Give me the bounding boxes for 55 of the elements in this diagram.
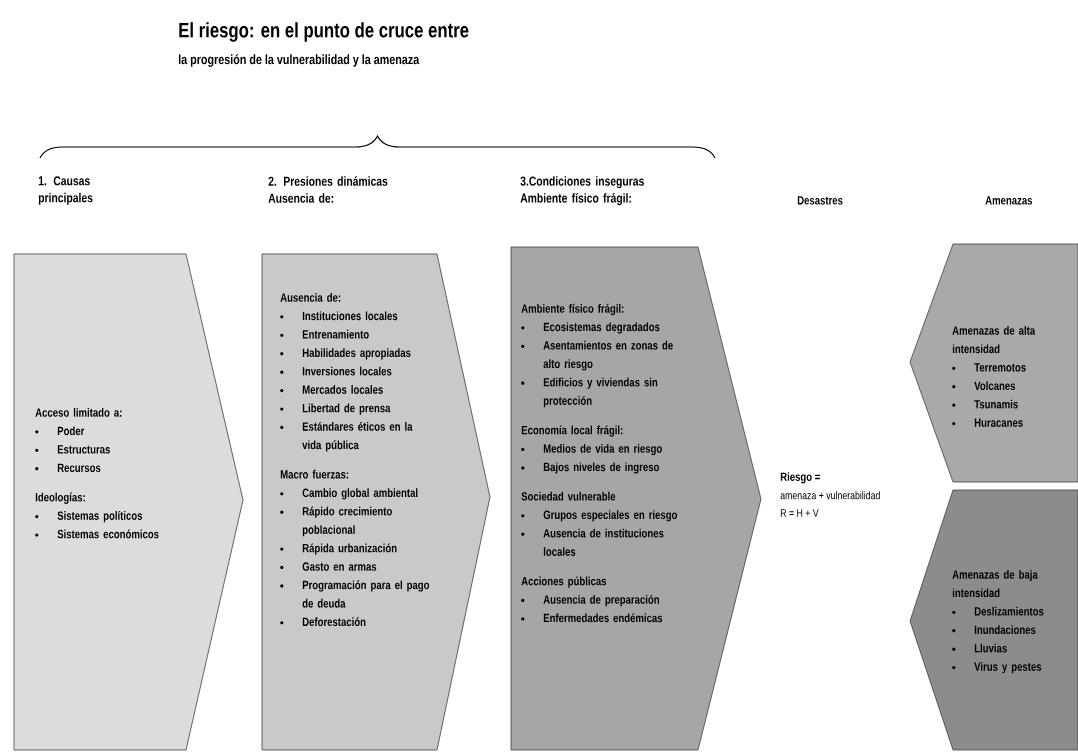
- list-item: Sistemas económicos: [35, 529, 159, 539]
- list-item: Libertad de prensa: [280, 403, 391, 415]
- list-item: Entrenamiento: [280, 329, 369, 339]
- column-heading: 3.Condiciones inseguras Ambiente físico frágil:: [520, 176, 644, 206]
- list-item: Asentamientos en zonas de alto riesgo: [521, 340, 673, 371]
- list-item: Rápida urbanización: [280, 543, 397, 555]
- list-item: Virus y pestes: [952, 662, 1042, 674]
- list-heading: Acciones públicas: [521, 576, 607, 588]
- column-heading: Amenazas: [985, 196, 1033, 205]
- list-heading: Ausencia de:: [280, 292, 341, 302]
- list-item: Ausencia de instituciones locales: [521, 528, 664, 556]
- list-heading: Acceso limitado a:: [35, 407, 122, 417]
- list-item: Deforestación: [280, 617, 366, 627]
- list-item: Lluvias: [952, 643, 1007, 653]
- list-item: Huracanes: [952, 418, 1023, 427]
- list-item: Habilidades apropiadas: [280, 348, 411, 360]
- list-item: Estándares éticos en la vida pública: [280, 421, 413, 452]
- list-heading: Ambiente físico frágil:: [521, 303, 624, 316]
- list-heading: Amenazas de baja intensidad: [952, 569, 1038, 598]
- formula-text: R = H + V: [780, 509, 819, 517]
- list-item: Recursos: [35, 463, 101, 473]
- title: El riesgo: en el punto de cruce entre: [179, 22, 469, 42]
- list-item: Volcanes: [952, 381, 1016, 391]
- list-item: Tsunamis: [952, 399, 1018, 409]
- list-item: Medios de vida en riesgo: [521, 444, 662, 456]
- list-item: Mercados locales: [280, 385, 383, 394]
- list-item: Ausencia de preparación: [521, 594, 659, 607]
- list-item: Deslizamientos: [952, 606, 1044, 616]
- list-heading: Economía local frágil:: [521, 425, 623, 437]
- list-item: Grupos especiales en riesgo: [521, 510, 678, 522]
- list-item: Terremotos: [952, 363, 1026, 372]
- formula-text: amenaza + vulnerabilidad: [780, 491, 880, 500]
- list-heading: Macro fuerzas:: [280, 469, 349, 479]
- list-item: Edificios y viviendas sin protección: [521, 377, 658, 408]
- list-item: Ecosistemas degradados: [521, 322, 660, 334]
- column-heading: 1. Causas principales: [38, 176, 93, 205]
- list-heading: Amenazas de alta intensidad: [952, 325, 1036, 354]
- list-item: Instituciones locales: [280, 311, 398, 321]
- list-item: Inundaciones: [952, 625, 1036, 635]
- list-heading: Ideologías:: [35, 492, 85, 504]
- subtitle: la progresión de la vulnerabilidad y la amenaza: [178, 54, 420, 67]
- list-heading: Sociedad vulnerable: [521, 491, 616, 501]
- list-item: Inversiones locales: [280, 366, 392, 376]
- formula-text: Riesgo =: [780, 472, 820, 484]
- list-item: Enfermedades endémicas: [521, 613, 663, 623]
- list-item: Gasto en armas: [280, 562, 377, 571]
- list-item: Cambio global ambiental: [280, 488, 418, 500]
- list-item: Estructuras: [35, 445, 110, 454]
- column-heading: 2. Presiones dinámicas Ausencia de:: [268, 176, 388, 203]
- list-item: Programación para el pago de deuda: [280, 580, 430, 608]
- list-item: Rápido crecimiento poblacional: [280, 506, 392, 537]
- list-item: Poder: [35, 426, 85, 436]
- column-heading: Desastres: [797, 196, 843, 205]
- list-item: Sistemas políticos: [35, 511, 143, 523]
- list-item: Bajos niveles de ingreso: [521, 462, 659, 474]
